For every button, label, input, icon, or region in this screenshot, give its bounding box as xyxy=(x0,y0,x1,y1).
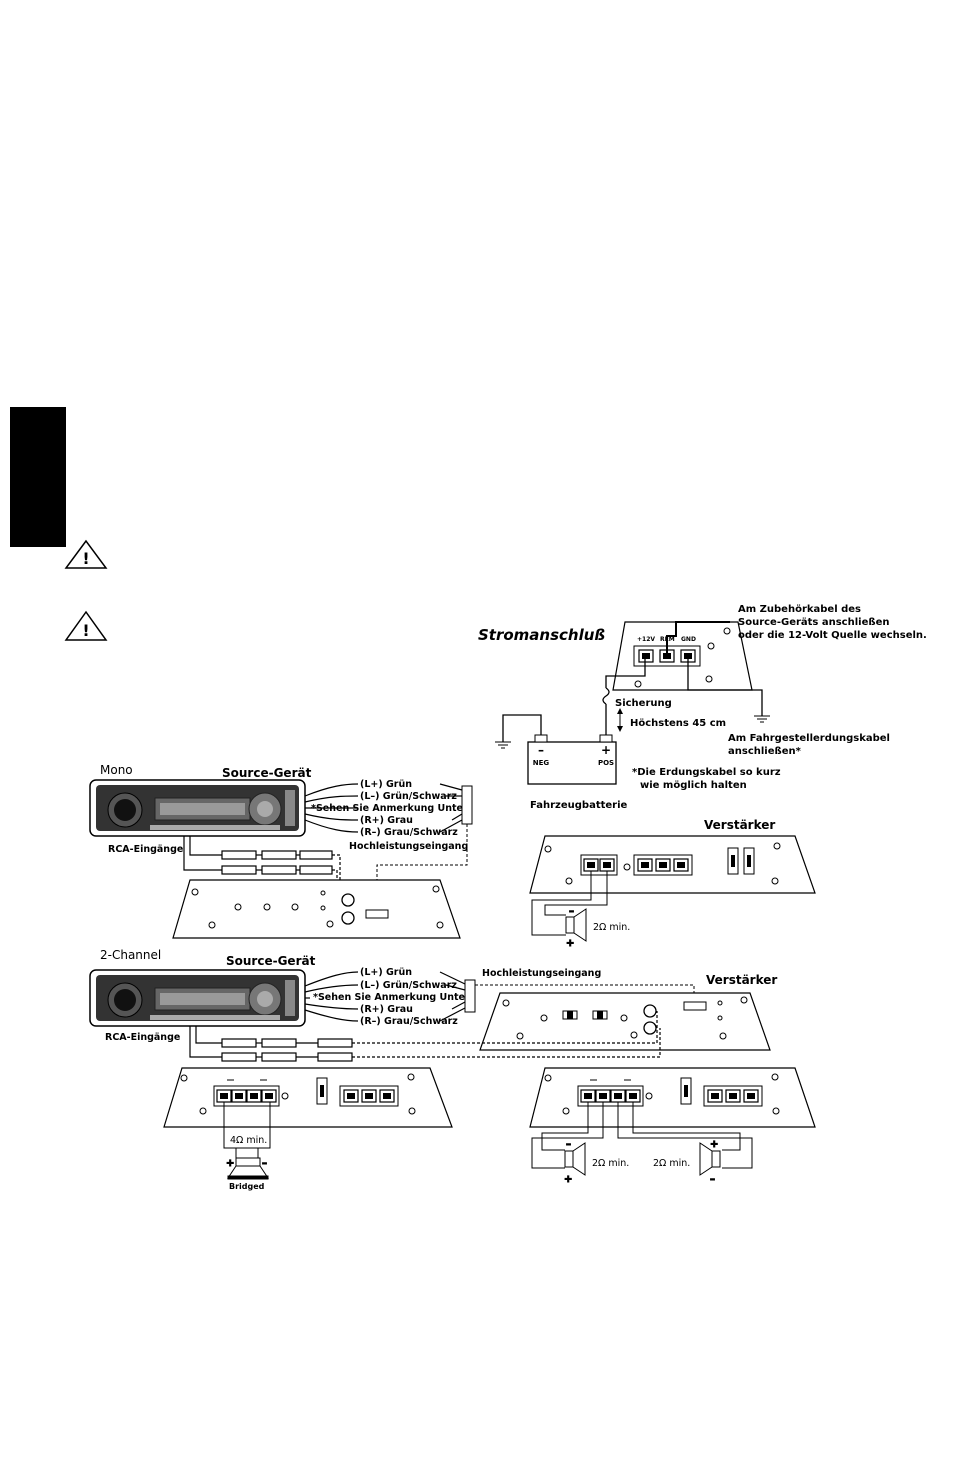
ground-note-line-2: anschließen* xyxy=(728,746,802,757)
svg-text:+: + xyxy=(226,1158,234,1169)
svg-text:–: – xyxy=(569,906,574,917)
mono-head-unit xyxy=(89,779,306,837)
battery-pos-label: POS xyxy=(598,759,614,767)
mono-wire-r-plus: (R+) Grau xyxy=(360,815,413,826)
two-channel-amp-input-panel xyxy=(479,992,771,1051)
two-channel-wire-bundle xyxy=(304,971,466,1022)
fuse-label: Sicherung xyxy=(615,698,672,709)
fuse-symbol xyxy=(602,687,610,705)
vehicle-battery xyxy=(527,734,617,785)
power-title: Stromanschluß xyxy=(478,626,605,644)
side-tab xyxy=(10,407,66,547)
power-amplifier-panel xyxy=(612,621,753,691)
two-channel-label: 2-Channel xyxy=(100,948,161,962)
mono-speaker-icon: – + xyxy=(565,906,587,950)
battery-neg-sign: – xyxy=(538,743,544,757)
mono-rca-label: RCA-Eingänge xyxy=(108,844,183,855)
right-impedance-label: 2Ω min. xyxy=(653,1158,690,1169)
svg-text:!: ! xyxy=(82,621,89,640)
warning-icon: ! xyxy=(64,539,108,569)
ground-symbol xyxy=(754,715,770,723)
remote-note-line-3: oder die 12-Volt Quelle wechseln. xyxy=(738,630,927,641)
left-speaker-icon: – + xyxy=(564,1139,586,1186)
two-channel-harness-plug xyxy=(464,979,476,1013)
left-impedance-label: 2Ω min. xyxy=(592,1158,629,1169)
remote-note-line-2: Source-Geräts anschließen xyxy=(738,617,889,628)
mono-wire-note: *Sehen Sie Anmerkung Unten xyxy=(311,803,470,814)
mono-amp-label: Verstärker xyxy=(704,818,775,832)
mono-amp-input-panel xyxy=(172,879,461,939)
battery-neg-label: NEG xyxy=(533,759,550,767)
stereo-amp-panel xyxy=(529,1067,816,1128)
battery-pos-sign: + xyxy=(601,743,611,757)
two-channel-amp-label: Verstärker xyxy=(706,973,777,987)
bridged-impedance-label: 4Ω min. xyxy=(230,1135,267,1146)
two-channel-rca-label: RCA-Eingänge xyxy=(105,1032,180,1043)
remote-note-line-1: Am Zubehörkabel des xyxy=(738,604,861,615)
stereo-speaker-wiring xyxy=(531,1102,753,1169)
svg-text:–: – xyxy=(710,1174,715,1185)
warning-icon: ! xyxy=(64,610,108,641)
svg-text:+: + xyxy=(564,1174,572,1185)
bridged-speaker-icon: + – xyxy=(226,1157,269,1180)
right-speaker-icon: + – xyxy=(699,1139,721,1186)
two-channel-source-label: Source-Gerät xyxy=(226,954,316,968)
mono-label: Mono xyxy=(100,763,133,777)
bridged-label: Bridged xyxy=(229,1182,265,1191)
svg-text:+: + xyxy=(710,1139,718,1150)
ground-tip-line-2: wie möglich halten xyxy=(640,780,747,791)
mono-impedance-label: 2Ω min. xyxy=(593,922,630,933)
two-channel-wire-note: *Sehen Sie Anmerkung Unten xyxy=(313,992,472,1003)
battery-label: Fahrzeugbatterie xyxy=(530,800,628,811)
ground-tip-line-1: *Die Erdungskabel so kurz xyxy=(632,767,781,778)
bridged-amp-panel xyxy=(163,1067,453,1128)
mono-wire-r-minus: (R–) Grau/Schwarz xyxy=(360,827,458,838)
max-length-label: Höchstens 45 cm xyxy=(630,718,726,729)
two-channel-wire-r-plus: (R+) Grau xyxy=(360,1004,413,1015)
ground-note-line-1: Am Fahrgestellerdungskabel xyxy=(728,733,890,744)
mono-wire-l-plus: (L+) Grün xyxy=(360,779,412,790)
mono-highlevel-label: Hochleistungseingang xyxy=(349,841,468,852)
mono-speaker-wiring xyxy=(531,871,608,936)
terminal-12v-label: +12V xyxy=(637,636,655,643)
two-channel-wire-l-plus: (L+) Grün xyxy=(360,967,412,978)
svg-text:–: – xyxy=(262,1158,267,1169)
mono-source-label: Source-Gerät xyxy=(222,766,312,780)
two-channel-head-unit xyxy=(89,969,306,1027)
mono-amp-output-panel xyxy=(529,835,816,894)
mono-wire-l-minus: (L–) Grün/Schwarz xyxy=(360,791,457,802)
svg-text:–: – xyxy=(566,1139,571,1150)
two-channel-highlevel-label: Hochleistungseingang xyxy=(482,968,601,979)
terminal-gnd-label: GND xyxy=(681,636,696,643)
ground-symbol xyxy=(495,741,511,749)
svg-text:!: ! xyxy=(82,549,89,568)
two-channel-wire-r-minus: (R–) Grau/Schwarz xyxy=(360,1016,458,1027)
svg-text:+: + xyxy=(566,938,574,949)
two-channel-wire-l-minus: (L–) Grün/Schwarz xyxy=(360,980,457,991)
mono-wire-bundle xyxy=(304,783,463,833)
mono-harness-plug xyxy=(461,785,473,825)
two-channel-rca-cables xyxy=(189,1011,661,1062)
